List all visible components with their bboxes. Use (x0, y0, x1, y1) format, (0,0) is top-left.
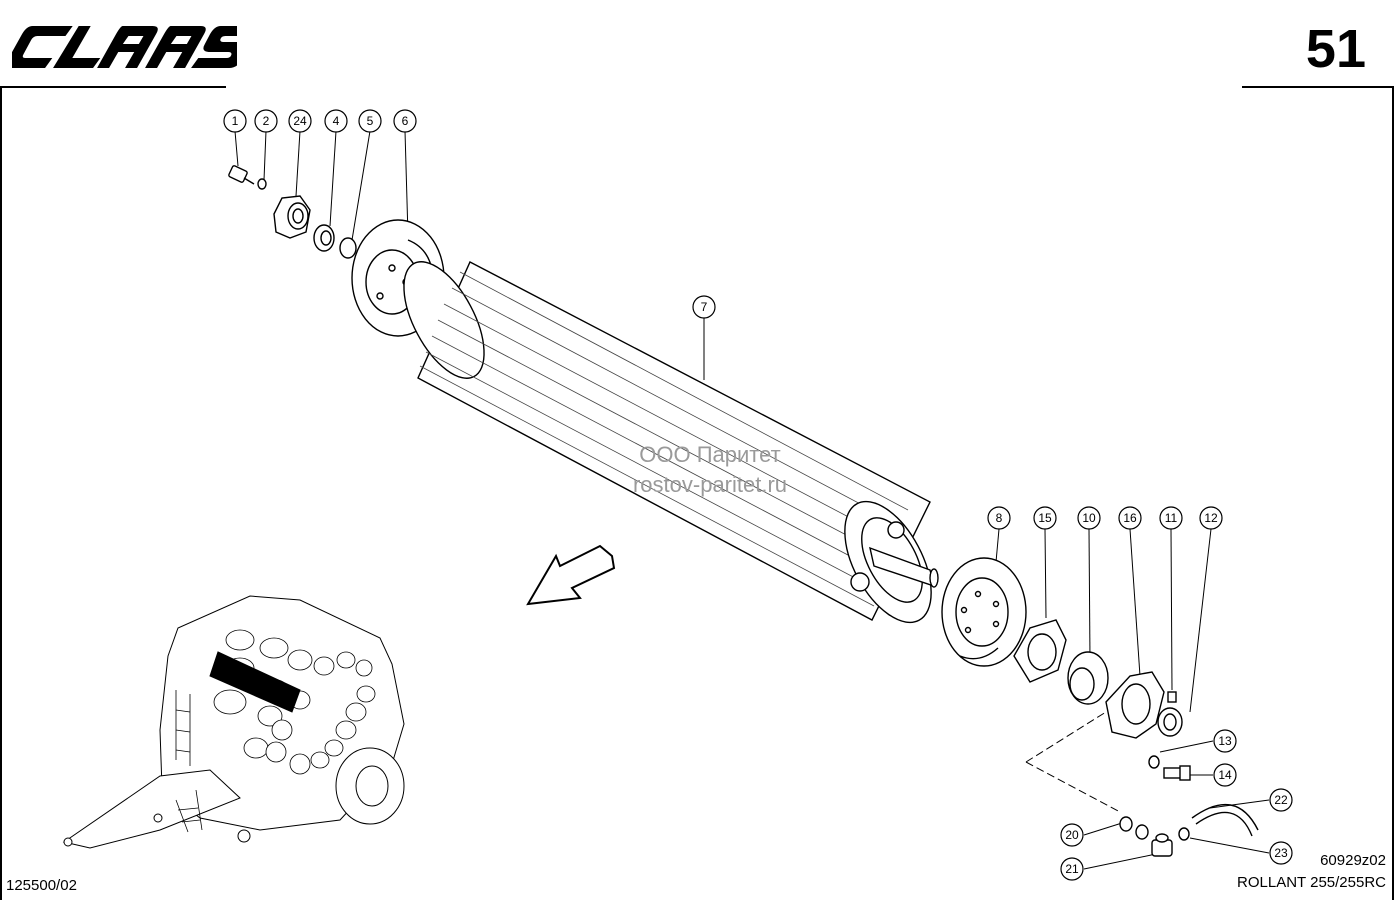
callout-11 (1159, 506, 1183, 530)
callout-23 (1269, 841, 1293, 865)
callout-label-5: 5 (367, 114, 374, 128)
footer-right: 60929z02 ROLLANT 255/255RC (1237, 850, 1386, 894)
callout-bubbles (223, 109, 1293, 881)
bearing-housing-part (1105, 671, 1165, 739)
bearing-part (313, 224, 335, 252)
callout-10 (1077, 506, 1101, 530)
callout-label-21: 21 (1065, 862, 1079, 876)
callout-label-23: 23 (1274, 846, 1288, 860)
small-washer-part (1148, 755, 1160, 769)
collar-part (1157, 707, 1183, 737)
figure-code: 60929z02 (1320, 852, 1386, 869)
callout-20 (1060, 823, 1084, 847)
callout-12 (1199, 506, 1223, 530)
callout-1 (223, 109, 247, 133)
callout-label-10: 10 (1082, 511, 1096, 525)
grease-nipple-part (1167, 691, 1177, 703)
ring-part (339, 237, 357, 259)
callout-14 (1213, 763, 1237, 787)
hose-part (1191, 803, 1259, 837)
callout-label-12: 12 (1204, 511, 1218, 525)
callout-label-16: 16 (1123, 511, 1137, 525)
callout-2 (254, 109, 278, 133)
nipple-part (1178, 827, 1190, 841)
washer-part (257, 178, 267, 190)
right-hub-parts (941, 557, 1259, 857)
callout-7 (692, 295, 716, 319)
frame-lines (0, 86, 1394, 900)
callout-label-24: 24 (293, 114, 307, 128)
callout-16 (1118, 506, 1142, 530)
watermark-company: ООО Паритет (639, 442, 781, 467)
small-bolt-part (1163, 765, 1191, 781)
callout-5 (358, 109, 382, 133)
callout-labels: 1 2 24 4 5 6 7 8 15 10 16 11 12 13 14 22… (232, 114, 1288, 876)
callout-6 (393, 109, 417, 133)
plate-part (1013, 619, 1067, 683)
watermark-url: rostov-paritet.ru (632, 472, 788, 497)
callout-label-1: 1 (232, 114, 239, 128)
callout-label-6: 6 (402, 114, 409, 128)
callout-13 (1213, 729, 1237, 753)
callout-label-14: 14 (1218, 768, 1232, 782)
baler-overview-sketch (62, 595, 405, 849)
callout-label-2: 2 (263, 114, 270, 128)
callout-24 (288, 109, 312, 133)
page-number: 51 (1305, 19, 1366, 79)
callout-8 (987, 506, 1011, 530)
callout-label-20: 20 (1065, 828, 1079, 842)
callout-label-4: 4 (333, 114, 340, 128)
callout-22 (1269, 788, 1293, 812)
callout-label-11: 11 (1165, 511, 1178, 525)
drawing-code: 125500/02 (6, 877, 77, 894)
callout-label-22: 22 (1274, 793, 1288, 807)
direction-arrow-icon (526, 544, 616, 606)
callout-label-15: 15 (1038, 511, 1052, 525)
ball-bearing-part (1067, 651, 1109, 705)
callout-label-13: 13 (1218, 734, 1232, 748)
claas-logo-mark (5, 26, 261, 68)
flange-part (273, 195, 311, 239)
callout-15 (1033, 506, 1057, 530)
watermark: ООО Паритет rostov-paritet.ru (580, 440, 840, 500)
seal-washer-part (1119, 816, 1133, 832)
drive-disc-part (941, 557, 1027, 667)
leader-lines (234, 130, 1270, 870)
callout-label-7: 7 (701, 300, 708, 314)
callout-4 (324, 109, 348, 133)
fitting-part (1151, 833, 1173, 857)
seal-washer-part-2 (1135, 824, 1149, 840)
claas-logo (5, 22, 261, 72)
bolt-part (228, 165, 255, 185)
model-name: ROLLANT 255/255RC (1237, 874, 1386, 891)
callout-label-8: 8 (996, 511, 1003, 525)
callout-21 (1060, 857, 1084, 881)
roller-part (403, 261, 939, 624)
